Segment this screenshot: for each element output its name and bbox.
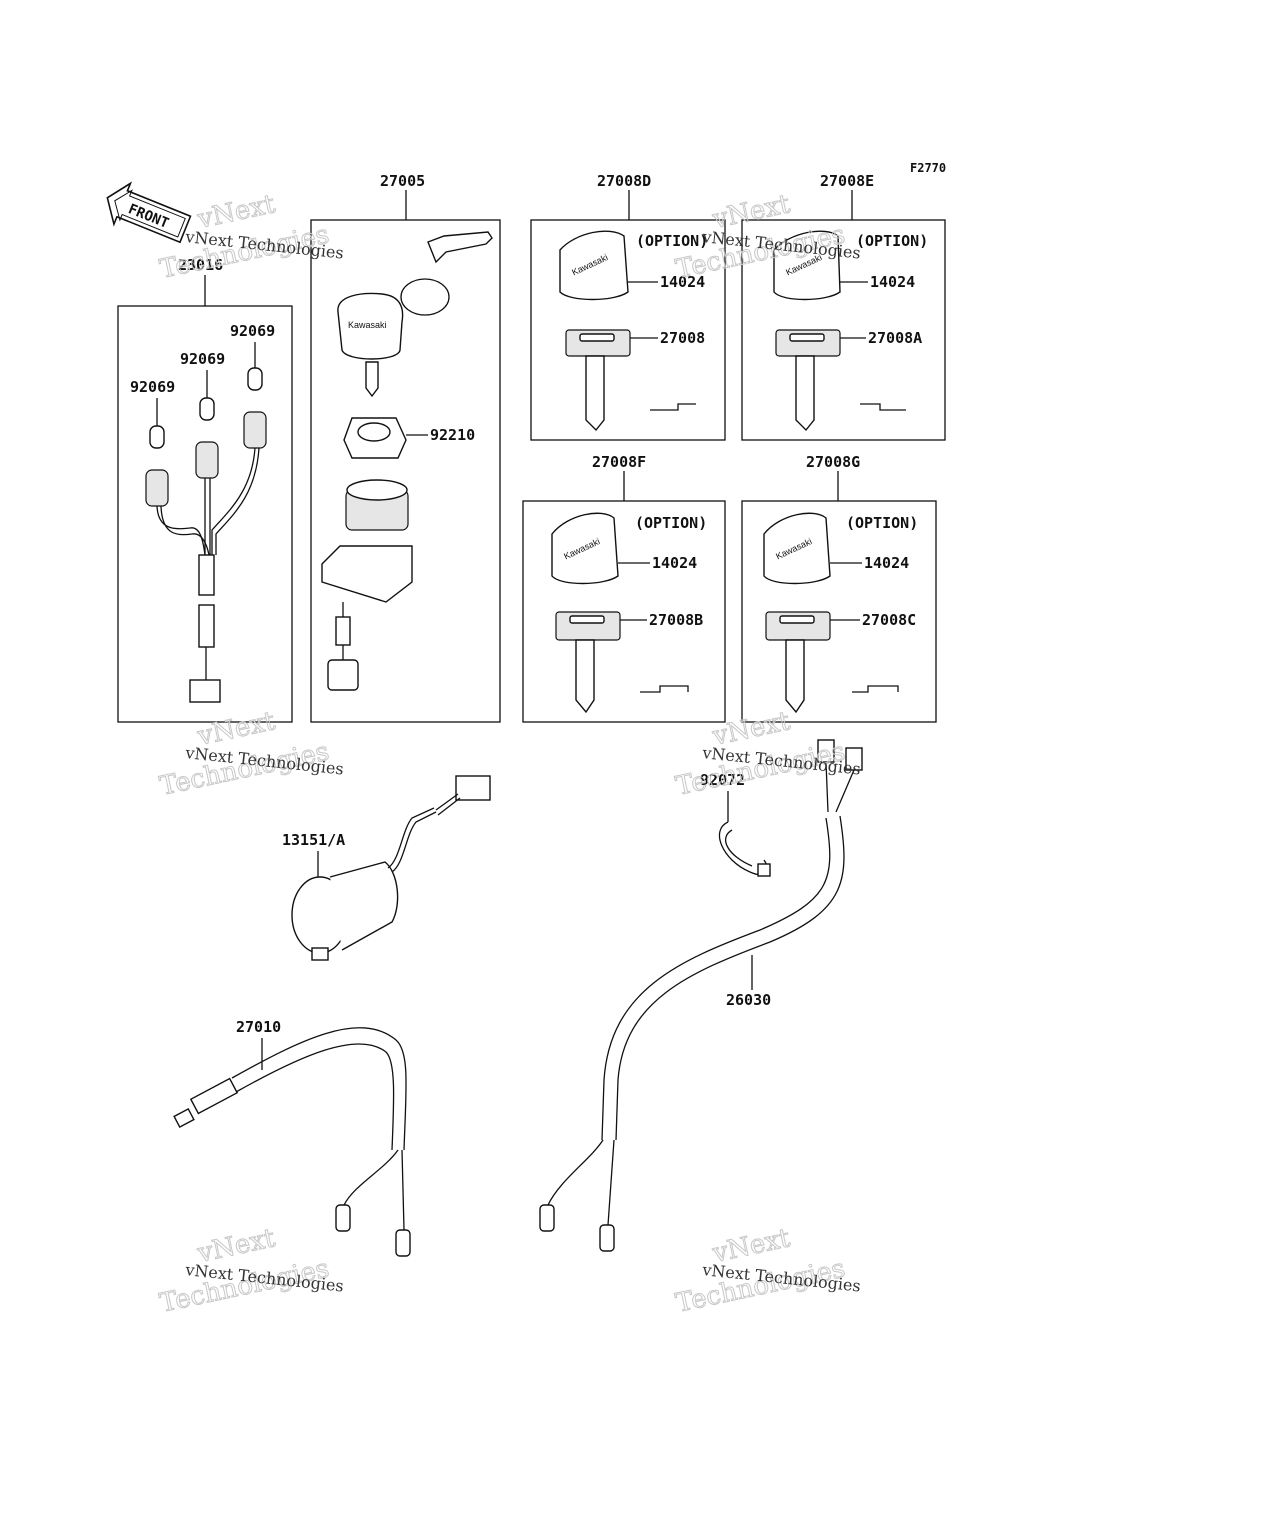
label-27005: 27005 [380, 172, 425, 190]
label-27010: 27010 [236, 1018, 281, 1036]
label-27008B: 27008B [649, 611, 703, 629]
option-label-27008F: (OPTION) [635, 514, 707, 532]
label-14024-g: 14024 [864, 554, 909, 572]
front-arrow-icon: FRONT [106, 181, 192, 244]
label-27008C: 27008C [862, 611, 916, 629]
label-92072: 92072 [700, 771, 745, 789]
brand-text-27005: Kawasaki [348, 320, 387, 330]
label-92069-bottom: 92069 [130, 378, 175, 396]
ignition-switch-drawing: Kawasaki [321, 231, 493, 691]
option-label-27008D: (OPTION) [636, 232, 708, 250]
label-27008D: 27008D [597, 172, 651, 190]
label-92069-top: 92069 [230, 322, 275, 340]
box-27008D [530, 219, 726, 441]
label-14024-e: 14024 [870, 273, 915, 291]
harness-26030-drawing [539, 739, 863, 1252]
switch-27010-drawing [173, 1027, 411, 1257]
label-27008E: 27008E [820, 172, 874, 190]
label-23016: 23016 [178, 256, 223, 274]
label-92069-mid: 92069 [180, 350, 225, 368]
watermark: vNext Technologies vNext Technologies vN… [157, 189, 862, 1320]
label-92210: 92210 [430, 426, 475, 444]
harness-23016-drawing [145, 367, 267, 703]
label-26030: 26030 [726, 991, 771, 1009]
figure-code: F2770 [910, 161, 946, 175]
key-set-27008E-drawing: Kawasaki [773, 230, 906, 432]
label-27008: 27008 [660, 329, 705, 347]
label-14024-d: 14024 [660, 273, 705, 291]
label-27008F: 27008F [592, 453, 646, 471]
strap-92072-drawing [718, 821, 771, 877]
label-13151: 13151/A [282, 831, 345, 849]
box-27008E [741, 219, 946, 441]
label-14024-f: 14024 [652, 554, 697, 572]
label-27008A: 27008A [868, 329, 922, 347]
box-27005 [310, 219, 501, 723]
box-27008G [741, 500, 937, 723]
option-label-27008E: (OPTION) [856, 232, 928, 250]
watermark-big-1: vNext [194, 189, 278, 235]
key-set-27008G-drawing: Kawasaki [763, 512, 899, 714]
socket-13151-drawing [291, 775, 491, 961]
key-set-27008F-drawing: Kawasaki [551, 512, 689, 714]
option-label-27008G: (OPTION) [846, 514, 918, 532]
key-set-27008D-drawing: Kawasaki [559, 230, 696, 432]
label-27008G: 27008G [806, 453, 860, 471]
